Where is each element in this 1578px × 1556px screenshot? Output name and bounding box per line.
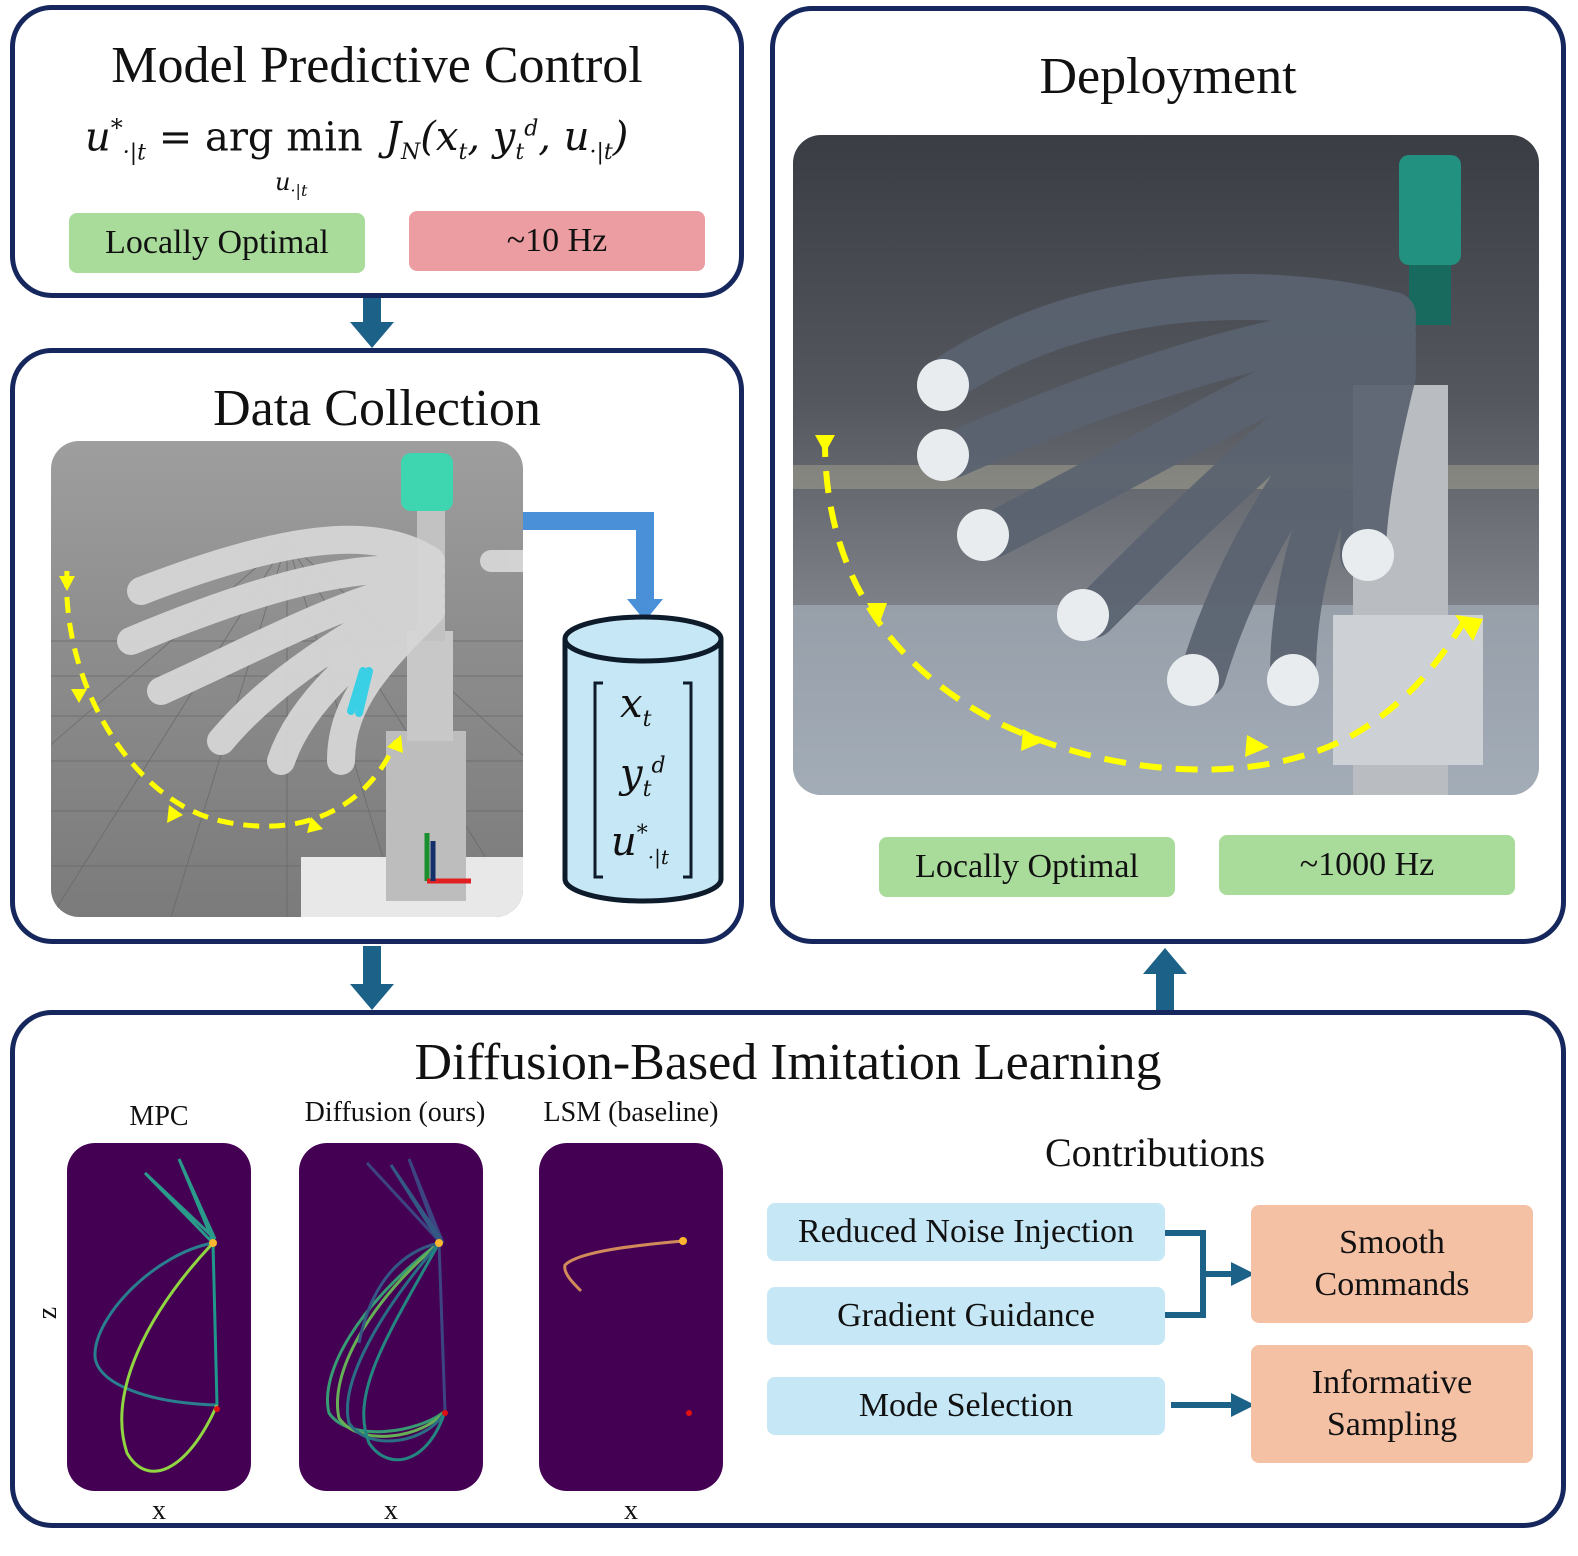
- deployment-render: [793, 155, 1539, 795]
- simulation-render: [51, 453, 523, 917]
- arrow-diffusion-to-deployment: [1143, 948, 1187, 1014]
- mpc-panel: Model Predictive Control u*·|t = arg min…: [10, 5, 744, 298]
- contribution-mode-selection: Mode Selection: [767, 1377, 1165, 1435]
- plot-label-diffusion: Diffusion (ours): [304, 1097, 486, 1128]
- contribution-gradient-guidance: Gradient Guidance: [767, 1287, 1165, 1345]
- deployment-title: Deployment: [1039, 48, 1297, 105]
- mpc-title: Model Predictive Control: [111, 37, 643, 94]
- plot-diffusion-trajectories: [326, 1158, 448, 1462]
- deployment-optimality-badge: Locally Optimal: [879, 837, 1175, 897]
- plot-label-lsm: LSM (baseline): [543, 1097, 719, 1128]
- mpc-frequency-badge: ~10 Hz: [409, 211, 705, 271]
- mpc-optimality-badge: Locally Optimal: [69, 213, 365, 273]
- plot-mpc-xlabel: x: [152, 1495, 166, 1526]
- data-collection-title: Data Collection: [213, 380, 541, 437]
- scene-to-database-arrow: [523, 512, 663, 621]
- database-row-state: xt: [620, 681, 652, 732]
- diffusion-title: Diffusion-Based Imitation Learning: [414, 1034, 1162, 1091]
- plot-mpc: [67, 1143, 251, 1491]
- database-cylinder: [562, 614, 724, 904]
- database-row-control: u*·|t: [611, 819, 669, 869]
- outcome-smooth-commands: Smooth Commands: [1251, 1205, 1533, 1323]
- database-row-target: ytd: [620, 751, 666, 802]
- deployment-frequency-badge: ~1000 Hz: [1219, 835, 1515, 895]
- plot-lsm-xlabel: x: [624, 1495, 638, 1526]
- arrow-data-to-diffusion: [350, 946, 394, 1010]
- deployment-panel: Deployment: [770, 6, 1566, 944]
- mpc-formula-lhs: u*·|t = arg min: [85, 114, 363, 166]
- plot-label-mpc: MPC: [129, 1101, 189, 1132]
- contributions-title: Contributions: [1044, 1130, 1266, 1175]
- mpc-formula-rhs: JN(xt, ytd, u·|t): [385, 114, 629, 165]
- plot-mpc-trajectories: [93, 1158, 220, 1473]
- plot-lsm-trajectories: [563, 1237, 692, 1416]
- plot-lsm: [539, 1143, 723, 1491]
- simulation-scene: [51, 441, 523, 917]
- deployment-photo: [793, 135, 1539, 795]
- arrow-mpc-to-data: [350, 296, 394, 348]
- contributions-connectors: [1165, 1230, 1255, 1417]
- plot-diffusion: [299, 1143, 483, 1491]
- contribution-reduced-noise: Reduced Noise Injection: [767, 1203, 1165, 1261]
- outcome-informative-sampling: Informative Sampling: [1251, 1345, 1533, 1463]
- diffusion-panel: Diffusion-Based Imitation Learning MPC D…: [10, 1010, 1566, 1528]
- mpc-formula-sub: u·|t: [275, 168, 308, 200]
- mpc-formula: u*·|t = arg min JN(xt, ytd, u·|t) u·|t: [85, 110, 685, 200]
- data-collection-panel: Data Collection: [10, 348, 744, 944]
- plot-diffusion-xlabel: x: [384, 1495, 398, 1526]
